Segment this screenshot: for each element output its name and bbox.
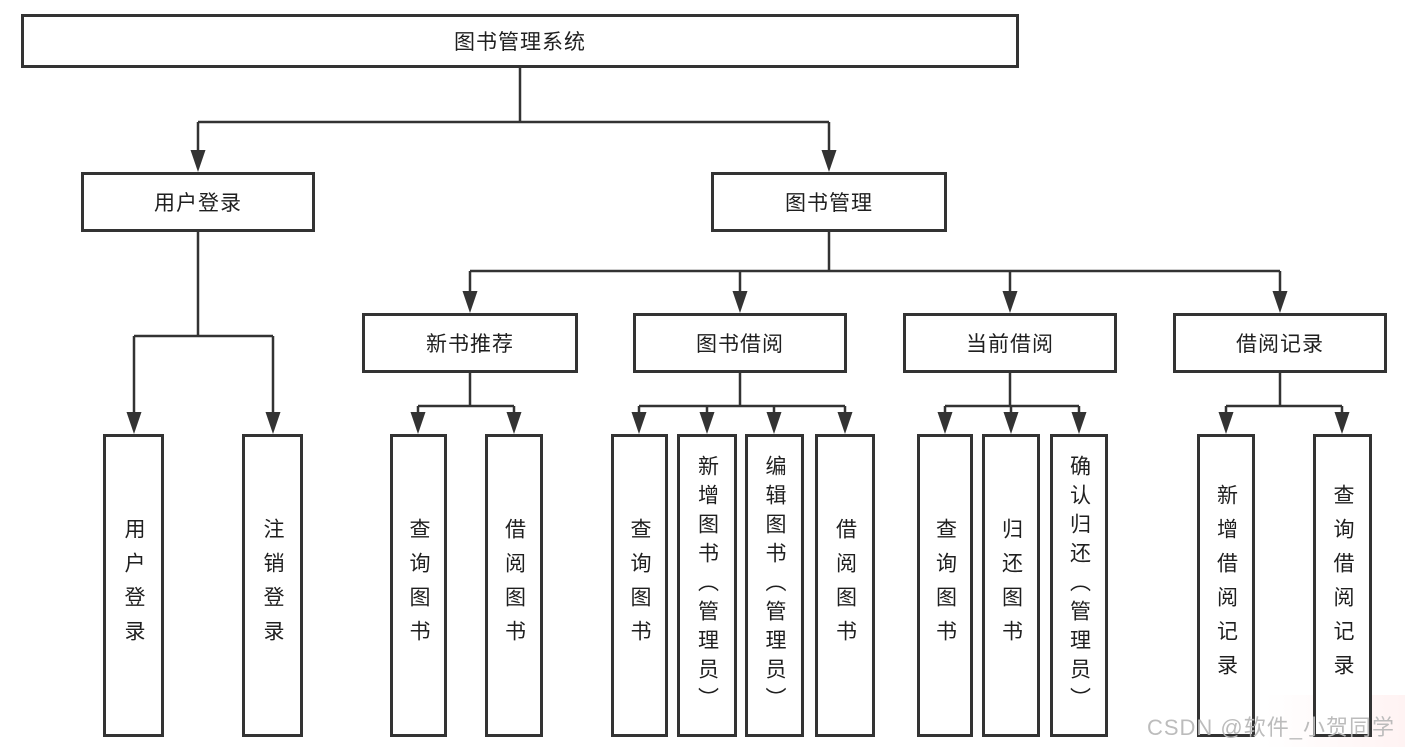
- leaf-add-book-admin: 新增图书（管理员）: [677, 434, 737, 737]
- connector-borrowrecord-to-leaves: [1224, 372, 1344, 416]
- leaf-label: 归还图书: [999, 517, 1023, 654]
- leaf-add-borrow-record: 新增借阅记录: [1197, 434, 1255, 737]
- arrowhead: [190, 150, 206, 172]
- node-book-borrow: 图书借阅: [633, 313, 847, 373]
- node-current-borrow: 当前借阅: [903, 313, 1117, 373]
- arrowhead: [937, 412, 953, 434]
- leaf-label: 编辑图书（管理员）: [763, 455, 786, 716]
- watermark: CSDN @软件_小贺同学: [1146, 715, 1395, 740]
- arrowhead: [699, 412, 715, 434]
- leaf-label: 借阅图书: [502, 517, 526, 654]
- connector-newbook-to-leaves: [416, 372, 516, 416]
- arrowhead: [1003, 412, 1019, 434]
- connector-currentborrow-to-leaves: [943, 372, 1081, 416]
- arrowhead: [1071, 412, 1087, 434]
- arrowhead: [462, 291, 478, 313]
- arrowhead: [1272, 291, 1288, 313]
- leaf-query-borrow-record: 查询借阅记录: [1313, 434, 1372, 737]
- leaf-label: 借阅图书: [833, 517, 857, 654]
- leaf-label: 新增图书（管理员）: [695, 455, 719, 716]
- leaf-label: 确认归还（管理员）: [1067, 455, 1091, 716]
- arrowhead: [631, 412, 647, 434]
- leaf-query-books-current: 查询图书: [917, 434, 973, 737]
- arrowhead: [1002, 291, 1018, 313]
- leaf-return-books: 归还图书: [982, 434, 1040, 737]
- leaf-borrow-books: 借阅图书: [815, 434, 875, 737]
- arrowhead: [732, 291, 748, 313]
- connector-root-to-level2: [196, 67, 831, 154]
- leaf-label: 查询图书: [407, 517, 430, 654]
- connector-bookmgmt-to-level3: [468, 231, 1282, 295]
- leaf-confirm-return-admin: 确认归还（管理员）: [1050, 434, 1108, 737]
- node-book-management-system: 图书管理系统: [21, 14, 1019, 68]
- leaf-borrow-books-recommend: 借阅图书: [485, 434, 543, 737]
- arrowhead: [410, 412, 426, 434]
- leaf-label: 查询图书: [628, 517, 651, 654]
- arrowhead: [506, 412, 522, 434]
- arrowhead: [766, 412, 782, 434]
- connector-userlogin-to-leaves: [132, 231, 275, 416]
- leaf-label: 用户登录: [122, 517, 145, 654]
- arrowhead: [1218, 412, 1234, 434]
- leaf-label: 查询借阅记录: [1331, 483, 1354, 688]
- leaf-label: 查询图书: [933, 517, 957, 654]
- arrowhead: [1334, 412, 1350, 434]
- leaf-logout: 注销登录: [242, 434, 303, 737]
- leaf-query-books-borrow: 查询图书: [611, 434, 668, 737]
- node-user-login: 用户登录: [81, 172, 315, 232]
- arrowhead: [821, 150, 837, 172]
- leaf-label: 注销登录: [261, 517, 284, 654]
- leaf-edit-book-admin: 编辑图书（管理员）: [745, 434, 804, 737]
- node-new-book-recommend: 新书推荐: [362, 313, 578, 373]
- arrowhead: [126, 412, 142, 434]
- node-borrow-records: 借阅记录: [1173, 313, 1387, 373]
- leaf-label: 新增借阅记录: [1214, 483, 1238, 688]
- connector-bookborrow-to-leaves: [637, 372, 847, 416]
- arrowhead: [265, 412, 281, 434]
- leaf-user-login: 用户登录: [103, 434, 164, 737]
- arrowhead: [837, 412, 853, 434]
- node-book-management: 图书管理: [711, 172, 947, 232]
- leaf-query-books-recommend: 查询图书: [390, 434, 447, 737]
